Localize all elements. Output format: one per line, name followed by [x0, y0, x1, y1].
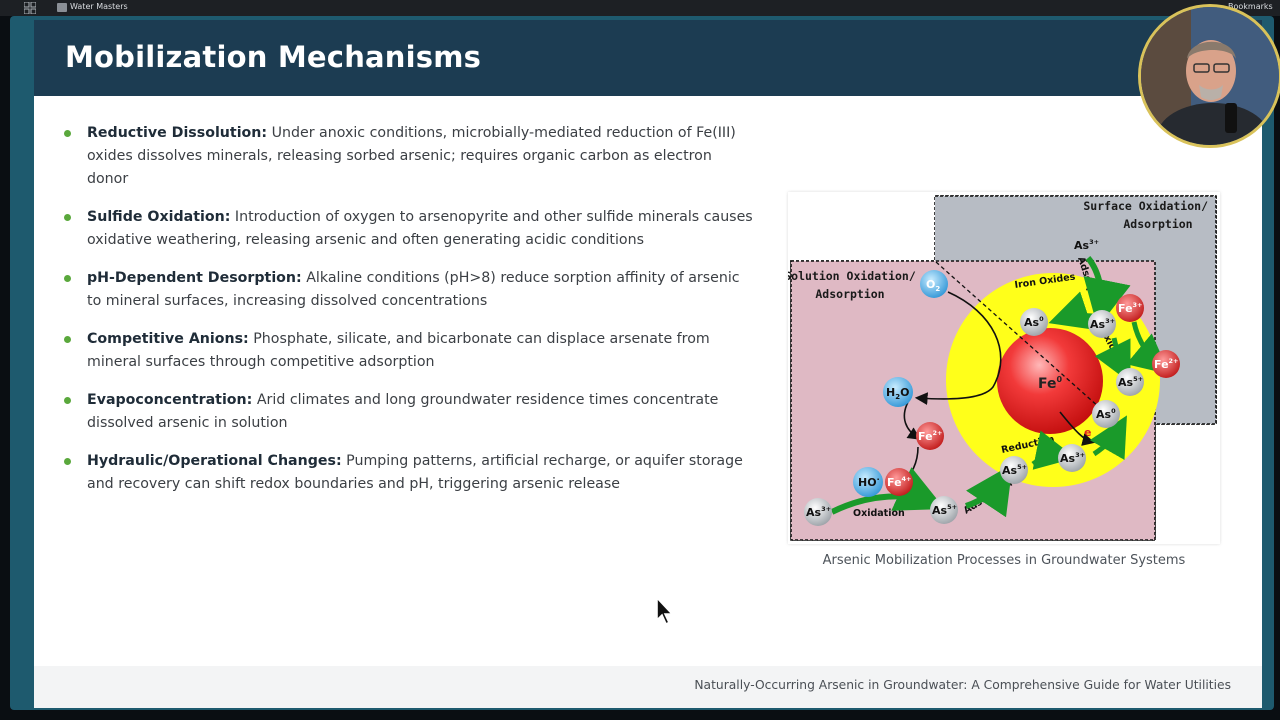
bullet-text: Pumping patterns, artificial recharge, o… [87, 453, 743, 492]
mouse-cursor-icon [656, 597, 674, 626]
slide-title: Mobilization Mechanisms [65, 40, 482, 74]
bullet-dot [64, 458, 71, 465]
bullet-term: Reductive Dissolution: [87, 125, 268, 141]
svg-text:Fe4+: Fe4+ [887, 475, 912, 489]
bullet-dot [64, 336, 71, 343]
svg-text:Fe2+: Fe2+ [918, 429, 943, 443]
fe2-ion-left: Fe2+ [916, 422, 944, 450]
svg-text:H2O: H2O [886, 386, 909, 401]
oxidation-bottom-label: Oxidation [853, 508, 905, 519]
arsenic-mobilization-diagram: Surface Oxidation/ Adsorption Solution O… [784, 192, 1220, 544]
surface-label: Surface Oxidation/ [1083, 199, 1208, 213]
ho-ion: HO· [853, 467, 883, 497]
svg-text:As0: As0 [1096, 407, 1116, 421]
as3-ion-bottom: As3+ [804, 498, 832, 526]
fe0-core [997, 328, 1103, 434]
solution-label-2: Adsorption [815, 287, 884, 301]
bullet-dot [64, 214, 71, 221]
svg-text:As0: As0 [1024, 315, 1044, 329]
figure-caption: Arsenic Mobilization Processes in Ground… [822, 553, 1186, 568]
as3-ion-lower: As3+ [1058, 444, 1086, 472]
as5-ion-right: As5+ [1116, 368, 1144, 396]
as3-ion-upper: As3+ [1074, 238, 1099, 252]
as0-ion-top: As0 [1020, 308, 1048, 336]
as5-ion-bottom: As5+ [930, 496, 958, 524]
h2o-ion: H2O [883, 377, 913, 407]
electron-label: e [1084, 426, 1091, 439]
bullet-text: Arid climates and long groundwater resid… [87, 392, 719, 431]
folder-icon [57, 3, 67, 12]
bullet-text: Introduction of oxygen to arsenopyrite a… [87, 209, 753, 248]
fe2-ion-right: Fe2+ [1152, 350, 1180, 378]
bullet-dot [64, 275, 71, 282]
svg-text:As3+: As3+ [1074, 238, 1099, 252]
bullet-item: Competitive Anions: Phosphate, silicate,… [64, 328, 754, 374]
svg-text:As3+: As3+ [1090, 317, 1115, 331]
slide-header: Mobilization Mechanisms [34, 20, 1262, 96]
bookmarks-link[interactable]: Bookmarks [1228, 2, 1273, 11]
diagram-svg: Surface Oxidation/ Adsorption Solution O… [784, 195, 1217, 541]
as0-ion-right: As0 [1092, 400, 1120, 428]
bullet-term: Evapoconcentration: [87, 392, 253, 408]
bullet-item: Sulfide Oxidation: Introduction of oxyge… [64, 206, 754, 252]
bullet-item: pH-Dependent Desorption: Alkaline condit… [64, 267, 754, 313]
footer-text: Naturally-Occurring Arsenic in Groundwat… [694, 678, 1231, 692]
solution-label: Solution Oxidation/ [788, 269, 916, 283]
bullet-item: Reductive Dissolution: Under anoxic cond… [64, 122, 754, 191]
bullet-text: Alkaline conditions (pH>8) reduce sorpti… [87, 270, 740, 309]
fe0-label: Fe0 [1038, 375, 1063, 392]
bullet-term: Competitive Anions: [87, 331, 249, 347]
svg-text:As5+: As5+ [932, 503, 957, 517]
fe4-ion: Fe4+ [885, 468, 913, 496]
browser-bookmarks-bar: Water Masters Bookmarks [0, 0, 1280, 16]
webcam-overlay [1138, 4, 1280, 148]
apps-grid-icon[interactable] [24, 2, 36, 14]
svg-text:As3+: As3+ [806, 505, 831, 519]
fe3-ion: Fe3+ [1116, 294, 1144, 322]
svg-text:Fe2+: Fe2+ [1154, 357, 1179, 371]
bullet-item: Hydraulic/Operational Changes: Pumping p… [64, 450, 754, 496]
bullet-list: Reductive Dissolution: Under anoxic cond… [64, 122, 754, 511]
slide: Mobilization Mechanisms Reductive Dissol… [34, 20, 1262, 708]
bullet-text: Phosphate, silicate, and bicarbonate can… [87, 331, 710, 370]
svg-text:HO·: HO· [858, 475, 880, 489]
bullet-dot [64, 397, 71, 404]
bullet-term: pH-Dependent Desorption: [87, 270, 302, 286]
bullet-text: Under anoxic conditions, microbially-med… [87, 125, 736, 187]
bullet-term: Hydraulic/Operational Changes: [87, 453, 342, 469]
as5-ion-lower: As5+ [1000, 456, 1028, 484]
as3-ion-top: As3+ [1088, 310, 1116, 338]
svg-text:As5+: As5+ [1118, 375, 1143, 389]
svg-text:Fe3+: Fe3+ [1118, 301, 1143, 315]
o2-ion: O2 [920, 270, 948, 298]
svg-text:O2: O2 [926, 278, 940, 293]
bullet-term: Sulfide Oxidation: [87, 209, 231, 225]
slide-footer: Naturally-Occurring Arsenic in Groundwat… [34, 666, 1262, 708]
bullet-item: Evapoconcentration: Arid climates and lo… [64, 389, 754, 435]
bullet-dot [64, 130, 71, 137]
presenter-avatar [1141, 7, 1279, 145]
svg-text:As5+: As5+ [1002, 463, 1027, 477]
bookmark-water-masters[interactable]: Water Masters [70, 2, 128, 11]
svg-text:As3+: As3+ [1060, 451, 1085, 465]
surface-label-2: Adsorption [1123, 217, 1192, 231]
